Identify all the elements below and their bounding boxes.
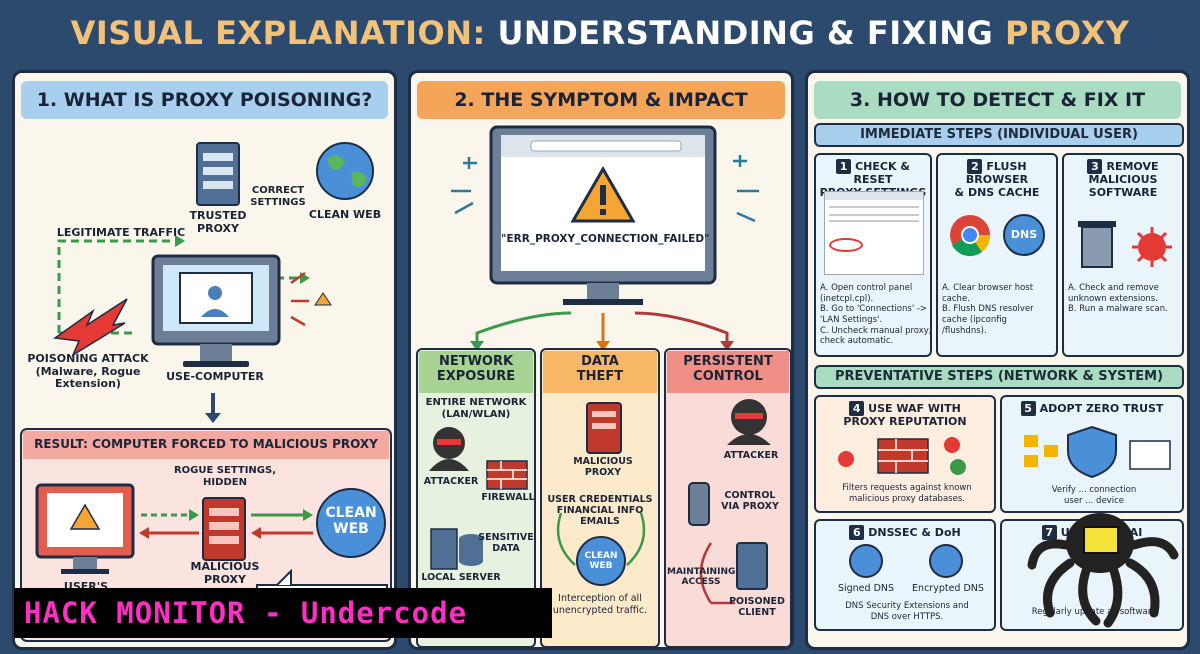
attacker-label: ATTACKER [423,476,479,487]
clean-web-3-label: CLEAN WEB [584,551,618,572]
step-5-title-text: ADOPT ZERO TRUST [1039,402,1164,415]
encrypted-dns-label: Encrypted DNS [912,583,984,594]
undercode-octopus-logo [1027,513,1179,628]
data-theft-header: DATA THEFT [576,354,624,384]
malicious-proxy-label: MALICIOUS PROXY [190,560,260,586]
signed-dns-label: Signed DNS [837,583,895,594]
rogue-settings-label: ROGUE SETTINGS, HIDDEN [173,465,277,488]
clean-web-2-label: CLEAN WEB [325,505,377,538]
interception-text: Interception of all unencrypted traffic. [552,593,648,616]
chrome-and-dns-icons [950,214,1045,257]
trusted-proxy-label: TRUSTED PROXY [189,209,247,235]
step-1-number: 1 [836,159,852,174]
correct-settings-label: CORRECT SETTINGS [250,185,306,208]
step-4-text: Filters requests against known malicious… [842,483,972,504]
control-via-proxy-label: CONTROL VIA PROXY [721,490,779,512]
step-4-title-text: USE WAF WITH PROXY REPUTATION [843,402,967,428]
dns-globe-label: DNS [1010,228,1038,241]
lan-settings-screenshot [824,191,924,275]
step-3-text: A. Check and remove unknown extensions. … [1068,283,1168,315]
panel3-header: 3. HOW TO DETECT & FIX IT [814,81,1181,119]
title-part1: VISUAL EXPLANATION: [70,14,486,52]
legitimate-traffic-label: LEGITIMATE TRAFFIC [56,226,186,239]
local-server-label: LOCAL SERVER [421,572,501,583]
sensitive-data-label: SENSITIVE DATA [478,532,534,554]
step-2-number: 2 [967,159,983,174]
step-6-title-text: DNSSEC & DoH [868,526,961,539]
firewall-label: FIREWALL [481,492,535,503]
panel-what-is: 1. WHAT IS PROXY POISONING? LEGITIMATE T… [12,70,397,650]
step-1-text: A. Open control panel (inetcpl.cpl). B. … [820,283,932,347]
step-7-number: 7 [1041,525,1057,540]
panel2-header: 2. THE SYMPTOM & IMPACT [417,81,785,119]
malicious-proxy-2-label: MALICIOUS PROXY [573,456,633,478]
step-6-text: DNS Security Extensions and DNS over HTT… [845,601,969,622]
result-label: RESULT: COMPUTER FORCED TO MALICIOUS PRO… [34,437,378,451]
step-3-number: 3 [1087,159,1103,174]
entire-network-label: ENTIRE NETWORK (LAN/WLAN) [425,397,527,420]
poisoned-client-label: POISONED CLIENT [729,596,785,618]
hack-monitor-banner: HACK MONITOR - Undercode [14,588,552,638]
preventative-header: PREVENTATIVE STEPS (NETWORK & SYSTEM) [814,365,1184,389]
network-exposure-header: NETWORK EXPOSURE [436,354,516,384]
waf-firewall-icon [838,437,966,475]
trash-and-virus-icons [1078,221,1172,268]
credentials-label: USER CREDENTIALS FINANCIAL INFO EMAILS [547,494,653,527]
panel2-graphics [416,125,791,647]
dns-globes-icon [849,544,963,578]
step-2-title-text: FLUSH BROWSER & DNS CACHE [954,160,1040,199]
maintaining-access-label: MAINTAINING ACCESS [667,567,736,588]
step-6-number: 6 [849,525,865,540]
step-2-text: A. Clear browser host cache. B. Flush DN… [942,283,1034,336]
step-4-number: 4 [849,401,865,416]
immediate-header: IMMEDIATE STEPS (INDIVIDUAL USER) [814,123,1184,147]
zero-trust-shield-icon [1024,425,1171,479]
attacker-2-label: ATTACKER [723,450,779,461]
panel-symptom: 2. THE SYMPTOM & IMPACT "ERR_PROXY_CONNE… [408,70,794,650]
panel1-graphics [20,142,392,642]
panel1-header: 1. WHAT IS PROXY POISONING? [21,81,388,119]
step-5-number: 5 [1020,401,1036,416]
clean-web-label: CLEAN WEB [308,208,382,221]
title-part2: UNDERSTANDING & FIXING [497,14,994,52]
step-5-text: Verify ... connection user ... device [1051,485,1137,506]
poisoning-attack-label: POISONING ATTACK (Malware, Rogue Extensi… [27,352,149,391]
use-computer-label: USE-COMPUTER [166,370,264,383]
error-message: "ERR_PROXY_CONNECTION_FAILED" [501,233,710,245]
infographic-title: VISUAL EXPLANATION: UNDERSTANDING & FIXI… [0,0,1200,118]
persistent-control-header: PERSISTENT CONTROL [683,354,773,384]
step-3-title-text: REMOVE MALICIOUS SOFTWARE [1088,160,1159,199]
panel-detect-fix: 3. HOW TO DETECT & FIX IT IMMEDIATE STEP… [805,70,1190,650]
